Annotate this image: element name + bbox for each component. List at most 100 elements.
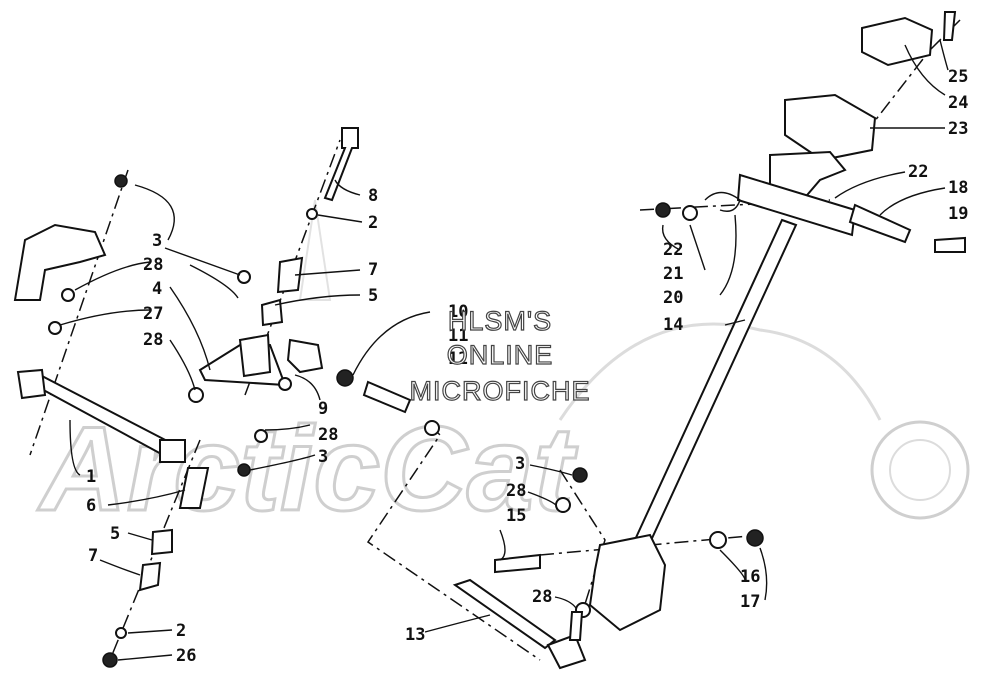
clip-20 <box>704 191 741 212</box>
bracket-bolt <box>934 236 966 253</box>
callout-23: 23 <box>948 119 968 139</box>
leader-28e <box>554 596 577 609</box>
bracket-arm <box>848 203 912 244</box>
watermark-text: HLSM'S ONLINE MICROFICHE <box>409 305 591 406</box>
leader-3b <box>249 454 316 471</box>
leader-16 <box>719 549 746 581</box>
nut-17 <box>746 529 764 547</box>
axis-top-clamp <box>859 19 961 141</box>
watermark-bike-frame <box>558 322 882 421</box>
washer-28-right <box>278 377 292 391</box>
washer-28-lower <box>555 497 571 513</box>
leader-lines <box>59 39 949 661</box>
spacer-5-top <box>260 298 284 327</box>
leader-28a <box>74 261 151 291</box>
leader-22a <box>834 171 906 199</box>
leader-26 <box>117 654 173 661</box>
pivot-boss <box>238 333 272 378</box>
callout-1: 1 <box>86 467 96 487</box>
leader-17 <box>759 547 768 601</box>
callout-17: 17 <box>740 592 760 612</box>
leader-9 <box>294 374 321 401</box>
callout-28-left: 28 <box>143 330 163 350</box>
callout-8: 8 <box>368 186 378 206</box>
callout-28-bottom: 28 <box>532 587 552 607</box>
tie-rod-stud <box>568 611 584 641</box>
callout-14: 14 <box>663 315 683 335</box>
callout-22-top: 22 <box>908 162 928 182</box>
callout-11: 11 <box>448 326 468 346</box>
clamp-bolt <box>942 11 957 41</box>
callout-9: 9 <box>318 399 328 419</box>
leader-28c <box>264 424 311 431</box>
callout-20: 20 <box>663 288 683 308</box>
nut-3-left <box>237 463 251 477</box>
spacer-5-bottom <box>150 528 173 556</box>
callout-24: 24 <box>948 93 968 113</box>
watermark-wheel <box>870 420 970 520</box>
watermark-line-2: ONLINE <box>447 340 554 370</box>
callout-28-mid: 28 <box>318 425 338 445</box>
callout-28-right: 28 <box>506 481 526 501</box>
steering-bracket <box>736 173 857 237</box>
axis-left-upper <box>29 169 129 456</box>
leader-20 <box>719 214 737 296</box>
callout-labels: 25 24 23 22 18 19 22 21 20 14 8 2 7 5 10… <box>86 67 968 666</box>
leader-5a <box>274 294 361 306</box>
callout-19: 19 <box>948 204 968 224</box>
watermark-line-3: MICROFICHE <box>410 376 591 406</box>
washer-16 <box>709 531 727 549</box>
ball-joint-9 <box>286 338 324 374</box>
callout-21: 21 <box>663 264 683 284</box>
leader-6 <box>107 489 186 506</box>
callout-3-mid: 3 <box>318 447 328 467</box>
callout-27: 27 <box>143 304 163 324</box>
leader-13 <box>424 614 491 633</box>
leader-3a <box>134 184 175 241</box>
adjuster-assembly <box>286 338 440 436</box>
leader-2a <box>317 214 363 223</box>
lower-steering-arm <box>588 533 667 632</box>
watermark-line-1: HLSM'S <box>448 306 552 336</box>
lock-washer-2-bottom <box>115 627 127 639</box>
leader-21 <box>689 224 706 271</box>
callout-18: 18 <box>948 178 968 198</box>
leader-2b <box>127 629 173 634</box>
bushing-7-top <box>276 256 304 294</box>
callout-13: 13 <box>405 625 425 645</box>
leader-7a <box>294 269 361 276</box>
leader-27 <box>59 309 151 326</box>
leader-28d <box>527 491 557 506</box>
bushing-7-bottom <box>138 561 162 592</box>
nut-3-top <box>114 174 128 188</box>
nut-3-lower <box>572 467 588 483</box>
callout-25: 25 <box>948 67 968 87</box>
callout-15: 15 <box>506 506 526 526</box>
callout-2-bottom: 2 <box>176 621 186 641</box>
callout-7-bottom: 7 <box>88 546 98 566</box>
nut-12 <box>424 420 440 436</box>
nut-22 <box>655 202 671 218</box>
leader-24 <box>904 44 946 96</box>
left-assembly <box>13 127 359 668</box>
washer-28-left <box>188 387 204 403</box>
axis-bracket <box>639 199 831 211</box>
leader-28b <box>169 339 196 391</box>
callout-7-top: 7 <box>368 260 378 280</box>
nut-26 <box>102 652 118 668</box>
leader-15 <box>499 529 506 561</box>
tie-rod-end-left <box>16 368 47 400</box>
steering-post-shaft <box>626 218 798 562</box>
callout-16: 16 <box>740 567 760 587</box>
axis-lower-washers <box>559 469 606 621</box>
leader-14 <box>724 319 746 326</box>
jam-nut-10 <box>336 369 354 387</box>
tie-rod-end-right <box>159 439 186 463</box>
leader-18 <box>879 187 946 216</box>
leader-5b <box>127 532 153 541</box>
lock-washer-2-top <box>306 208 318 220</box>
leader-22b <box>661 224 681 251</box>
lower-bolt-15 <box>494 553 541 574</box>
leader-3a-b <box>164 247 241 276</box>
